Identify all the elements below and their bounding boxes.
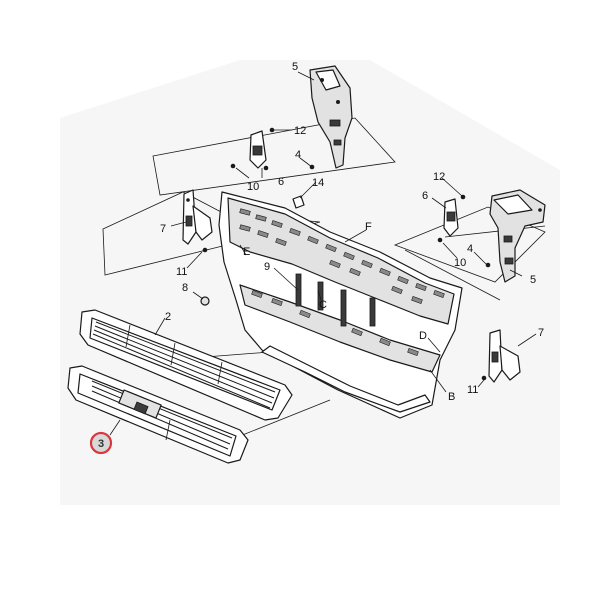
- label-9: 9: [264, 261, 270, 273]
- label-8: 8: [182, 282, 188, 294]
- lower-grille-part-2: [79, 309, 293, 421]
- label-5-right: 5: [530, 274, 536, 286]
- highlight-ring: [89, 431, 113, 455]
- callout-labels: 5 12 4 6 10 14 7 F E 9 C 11 8 2 12 6 4 1…: [160, 61, 544, 403]
- lower-grille-part-3: [67, 365, 249, 464]
- highlight-callout-3[interactable]: 3: [89, 431, 113, 455]
- bracket-part-5-right: [489, 189, 546, 283]
- label-11-right: 11: [467, 384, 478, 396]
- label-11-left: 11: [176, 266, 187, 278]
- label-E: E: [243, 246, 250, 258]
- label-10-top: 10: [247, 181, 259, 193]
- bolt-11-right: [481, 375, 487, 381]
- label-D: D: [419, 330, 427, 342]
- clip-part-8: [192, 291, 210, 306]
- bracket-part-7-right: [488, 329, 521, 383]
- bolt-11-left: [202, 247, 208, 253]
- label-F: F: [365, 221, 372, 233]
- label-7-left: 7: [160, 223, 166, 235]
- label-3: 3: [98, 438, 104, 450]
- label-5-top: 5: [292, 61, 298, 73]
- bracket-part-7-left: [182, 189, 213, 245]
- grille-frame-part-F: [218, 191, 463, 419]
- label-10-right: 10: [454, 257, 466, 269]
- right-leader-line: [444, 225, 546, 238]
- right-leader-line-2: [404, 249, 501, 301]
- label-B: B: [448, 391, 455, 403]
- label-7-right: 7: [538, 327, 544, 339]
- leader-2: [204, 351, 271, 358]
- clip-part-14: [292, 195, 305, 209]
- bolt-10-top: [230, 163, 236, 169]
- label-14: 14: [312, 177, 324, 189]
- label-12-top: 12: [294, 125, 306, 137]
- bracket-part-5-top: [309, 65, 353, 169]
- label-6-right: 6: [422, 190, 428, 202]
- leader-3: [239, 399, 331, 437]
- grille-mesh: [239, 208, 445, 356]
- bracket-part-6-top: [249, 127, 292, 171]
- left-bracket-group-outline: [152, 117, 396, 196]
- label-4-top: 4: [295, 149, 301, 161]
- leader-lines: [109, 71, 537, 436]
- bolt-4-right: [485, 262, 491, 268]
- label-12-right: 12: [433, 171, 445, 183]
- bracket-part-6-right: [443, 194, 466, 237]
- label-4-right: 4: [467, 243, 473, 255]
- bolt-10-right: [437, 237, 443, 243]
- label-6-top: 6: [278, 176, 284, 188]
- label-2: 2: [165, 311, 171, 323]
- label-C: C: [319, 299, 327, 311]
